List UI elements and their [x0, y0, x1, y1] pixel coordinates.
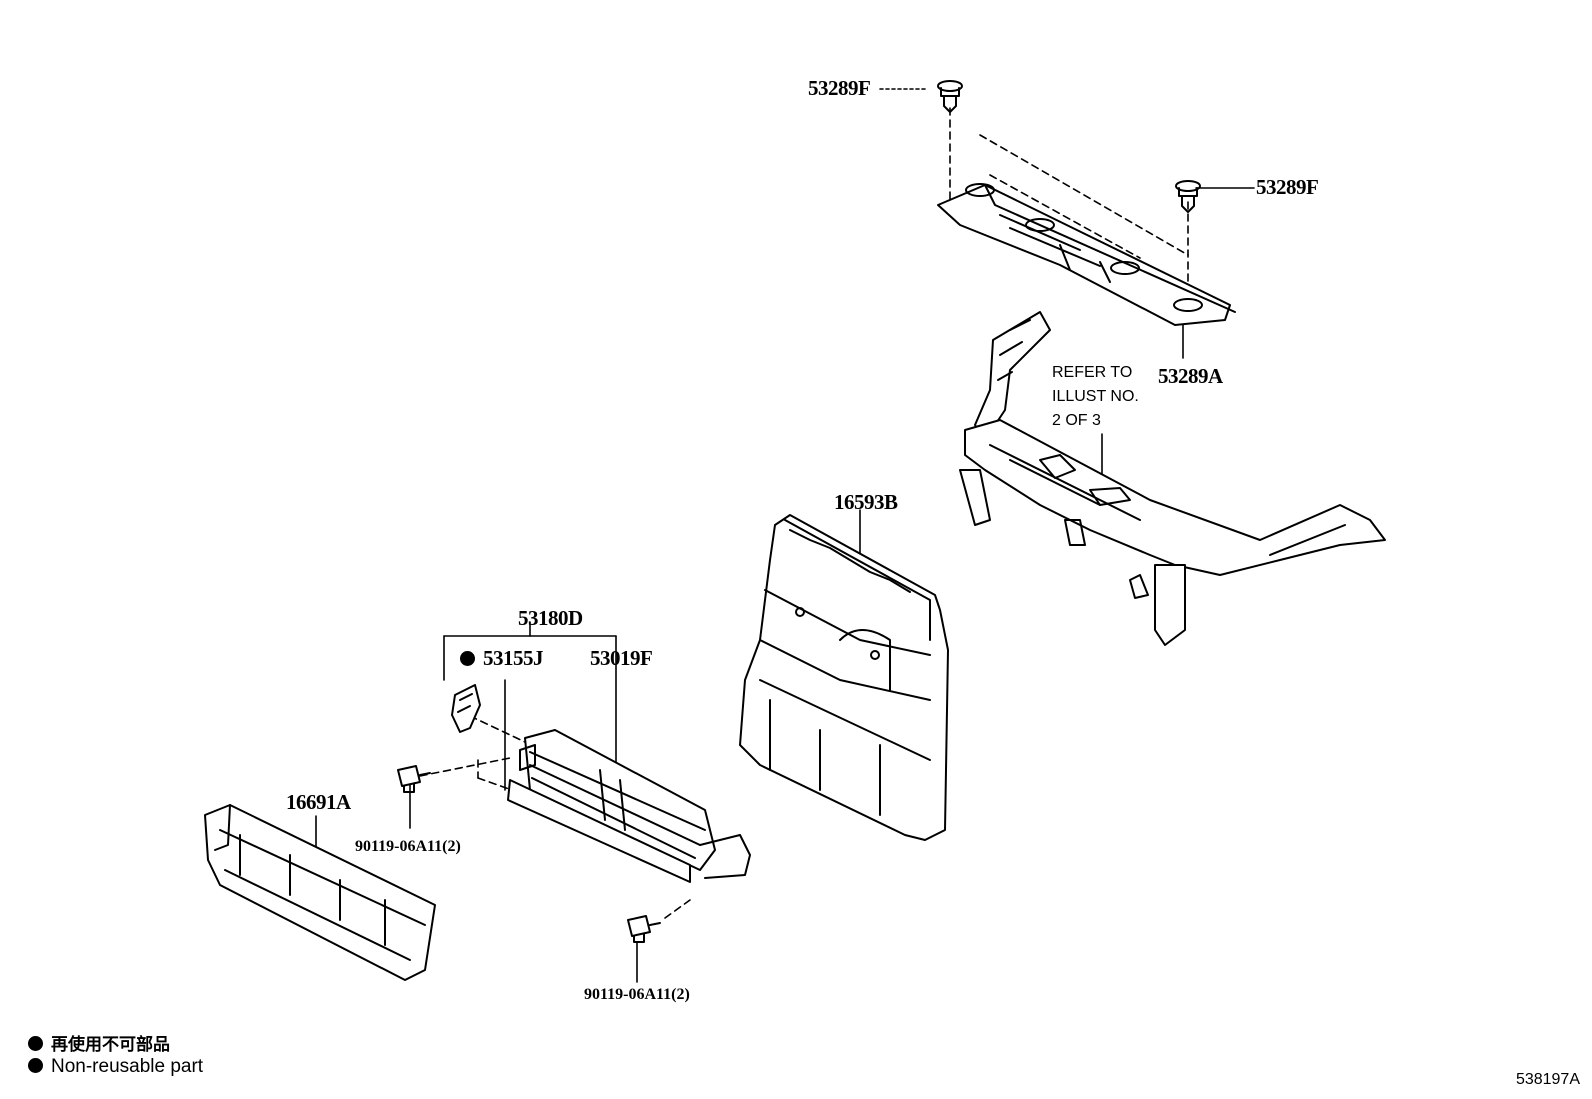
air-duct-16593B	[739, 514, 949, 841]
bolt-90119-left	[397, 765, 431, 793]
part-label-90119-left[interactable]: 90119-06A11(2)	[355, 838, 461, 855]
bracket-53155J	[451, 684, 481, 733]
clip-53289F-top	[937, 80, 963, 113]
part-label-16691A[interactable]: 16691A	[286, 790, 351, 814]
part-label-90119-bottom[interactable]: 90119-06A11(2)	[584, 986, 690, 1003]
assembly-dashes	[419, 107, 1189, 919]
illustration-id: 538197A	[1515, 1071, 1580, 1088]
radiator-support	[959, 311, 1386, 646]
part-label-53155J[interactable]: 53155J	[483, 646, 544, 670]
legend-dot-icon	[28, 1058, 43, 1073]
legend-japanese-text: 再使用不可部品	[51, 1035, 170, 1055]
part-label-53180D[interactable]: 53180D	[518, 606, 583, 630]
part-label-53155J-wrapper[interactable]: 53155J	[460, 646, 544, 670]
bolt-90119-bottom	[627, 915, 661, 943]
legend-english-text: Non-reusable part	[51, 1056, 204, 1077]
part-label-53289A[interactable]: 53289A	[1158, 364, 1223, 388]
shutter-grille-53019F	[507, 729, 751, 883]
leader-lines	[315, 88, 1255, 983]
part-label-53019F[interactable]: 53019F	[590, 646, 653, 670]
legend-dot-icon	[28, 1036, 43, 1051]
clip-53289F-right	[1175, 180, 1201, 213]
cover-panel-53289A	[937, 183, 1236, 326]
legend-japanese: 再使用不可部品	[28, 1030, 170, 1055]
part-label-16593B[interactable]: 16593B	[834, 490, 898, 514]
lower-duct-16691A	[204, 804, 436, 981]
part-label-53289F-top[interactable]: 53289F	[808, 76, 871, 100]
legend-english: Non-reusable part	[28, 1056, 203, 1078]
refer-note: REFER TO ILLUST NO. 2 OF 3	[1052, 364, 1139, 429]
part-label-53289F-right[interactable]: 53289F	[1256, 175, 1319, 199]
non-reusable-dot-icon	[460, 651, 475, 666]
